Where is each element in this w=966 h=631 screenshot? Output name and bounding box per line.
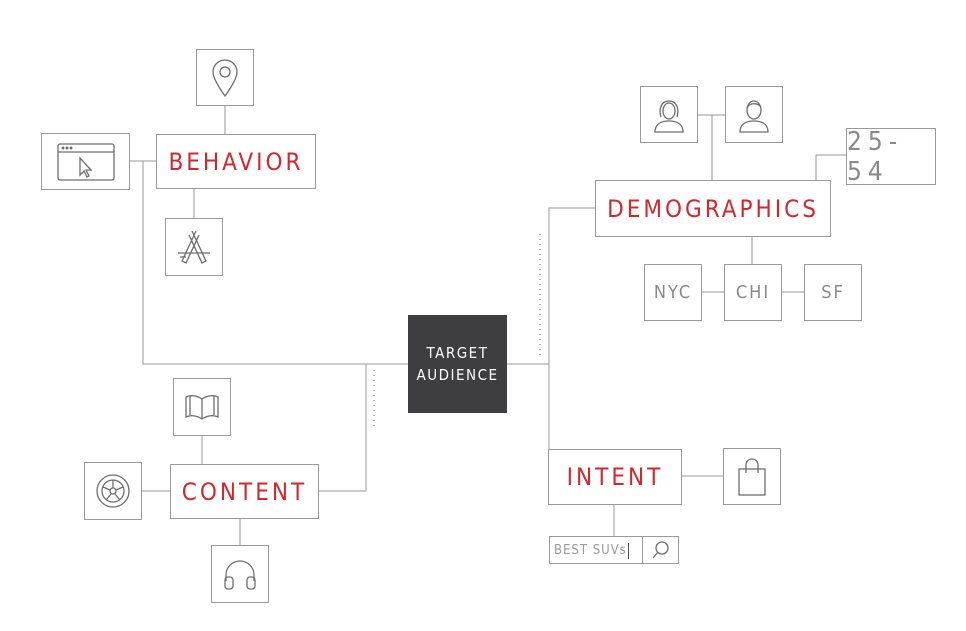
behavior-node: BEHAVIOR bbox=[156, 134, 316, 189]
target-audience-node: TARGET AUDIENCE bbox=[408, 315, 507, 413]
city-nyc-box: NYC bbox=[644, 264, 702, 321]
intent-node: INTENT bbox=[548, 449, 682, 505]
content-node: CONTENT bbox=[170, 464, 319, 519]
app-store-icon bbox=[165, 218, 223, 276]
age-range-box: 25-54 bbox=[846, 126, 936, 187]
female-user-icon bbox=[640, 86, 698, 143]
headphones-icon bbox=[211, 545, 269, 603]
shopping-bag-icon bbox=[723, 448, 781, 505]
search-icon bbox=[642, 537, 678, 563]
target-audience-line1: TARGET bbox=[426, 344, 489, 362]
location-pin-icon bbox=[196, 49, 254, 106]
city-label: CHI bbox=[735, 282, 771, 303]
target-audience-line2: AUDIENCE bbox=[416, 366, 499, 384]
intent-label: INTENT bbox=[566, 463, 664, 491]
age-range-label: 25-54 bbox=[847, 126, 904, 187]
city-label: SF bbox=[821, 282, 845, 303]
male-user-icon bbox=[725, 86, 783, 143]
behavior-label: BEHAVIOR bbox=[168, 147, 304, 176]
book-icon bbox=[173, 378, 231, 436]
demographics-node: DEMOGRAPHICS bbox=[595, 180, 831, 237]
city-chi-box: CHI bbox=[724, 264, 782, 321]
search-bar: BEST SUVs bbox=[549, 536, 679, 564]
city-sf-box: SF bbox=[804, 264, 862, 321]
wheel-icon bbox=[84, 462, 142, 520]
city-label: NYC bbox=[653, 282, 693, 303]
content-label: CONTENT bbox=[181, 477, 308, 506]
browser-cursor-icon bbox=[41, 133, 130, 190]
demographics-label: DEMOGRAPHICS bbox=[607, 194, 819, 223]
search-query-text: BEST SUVs bbox=[554, 542, 627, 558]
text-caret bbox=[628, 543, 629, 559]
